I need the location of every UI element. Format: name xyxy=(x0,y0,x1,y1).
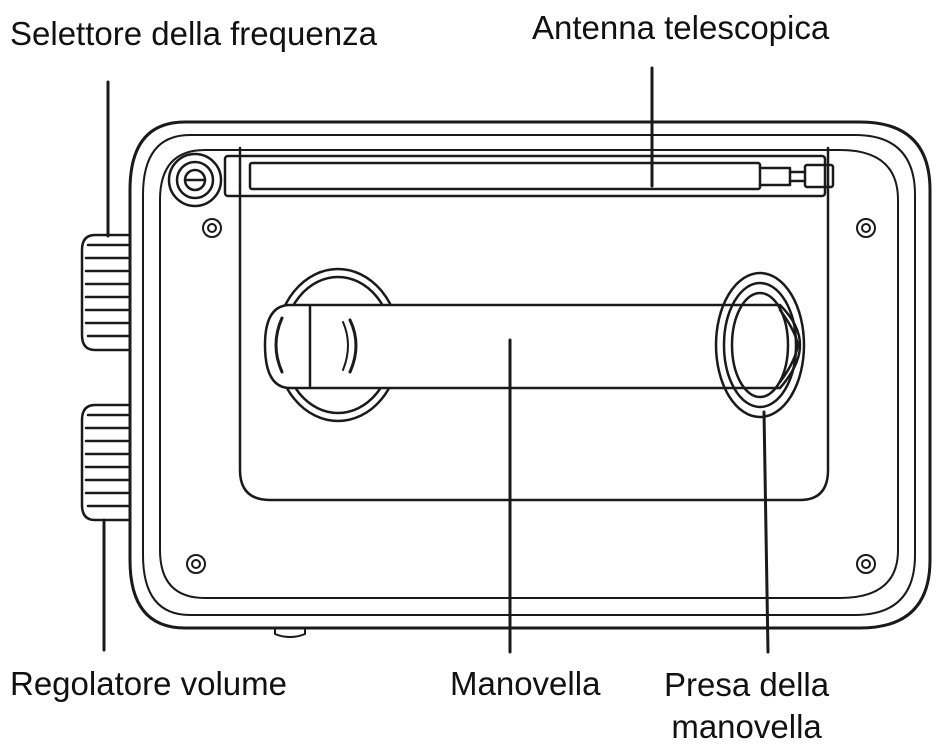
screw-icon xyxy=(856,554,876,574)
label-crank-socket-line1: Presa della xyxy=(664,666,830,703)
antenna-pivot xyxy=(167,152,223,208)
screw-icon xyxy=(202,218,222,238)
screws xyxy=(186,218,876,574)
frequency-dial-icon xyxy=(80,233,130,352)
label-crank: Manovella xyxy=(450,665,601,702)
volume-dial-icon xyxy=(80,403,130,522)
label-crank-socket: Presa della manovella xyxy=(664,664,829,748)
telescopic-antenna xyxy=(167,152,835,208)
label-telescopic-antenna: Antenna telescopica xyxy=(532,9,830,46)
leader-socket xyxy=(762,410,770,654)
crank-socket-icon xyxy=(714,271,806,419)
label-volume-control: Regolatore volume xyxy=(10,665,287,702)
screw-icon xyxy=(186,554,206,574)
screw-icon xyxy=(856,218,876,238)
leader-lines xyxy=(102,66,770,654)
crank-handle xyxy=(263,267,802,423)
radio-body xyxy=(128,120,932,638)
label-crank-socket-line2: manovella xyxy=(671,708,822,745)
back-panel xyxy=(238,146,830,502)
label-frequency-selector: Selettore della frequenza xyxy=(10,15,377,52)
